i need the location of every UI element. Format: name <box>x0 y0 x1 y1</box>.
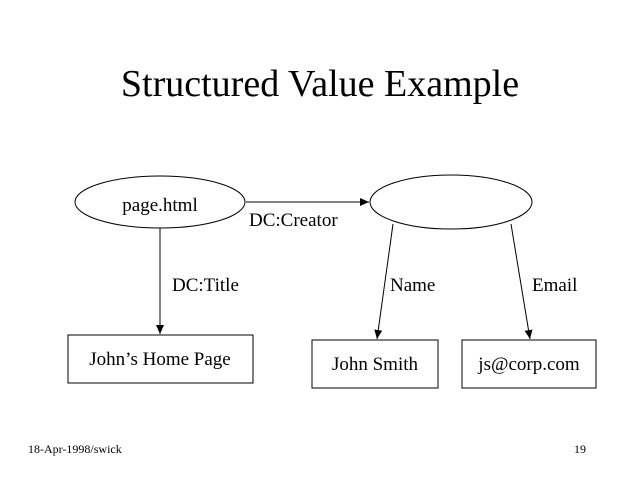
edge-title-label: DC:Title <box>172 275 239 296</box>
edge-name-label: Name <box>390 275 435 296</box>
footer-date-author: 18-Apr-1998/swick <box>28 442 122 456</box>
node-name-value: John Smith <box>311 339 439 389</box>
slide-title: Structured Value Example <box>120 63 520 105</box>
edge-name-arrow <box>374 223 394 340</box>
page-number: 19 <box>574 442 586 456</box>
node-name-value-label: John Smith <box>332 354 419 375</box>
edge-email-arrow <box>510 223 533 340</box>
node-page: page.html <box>74 175 246 229</box>
node-email-value: js@corp.com <box>461 339 597 389</box>
node-title-value-label: John’s Home Page <box>89 349 230 370</box>
node-title-value: John’s Home Page <box>67 334 254 384</box>
edge-email-label: Email <box>532 275 577 296</box>
edge-creator-label: DC:Creator <box>249 210 338 231</box>
node-page-label: page.html <box>122 195 197 216</box>
node-email-value-label: js@corp.com <box>477 354 580 375</box>
node-creator <box>369 174 533 230</box>
